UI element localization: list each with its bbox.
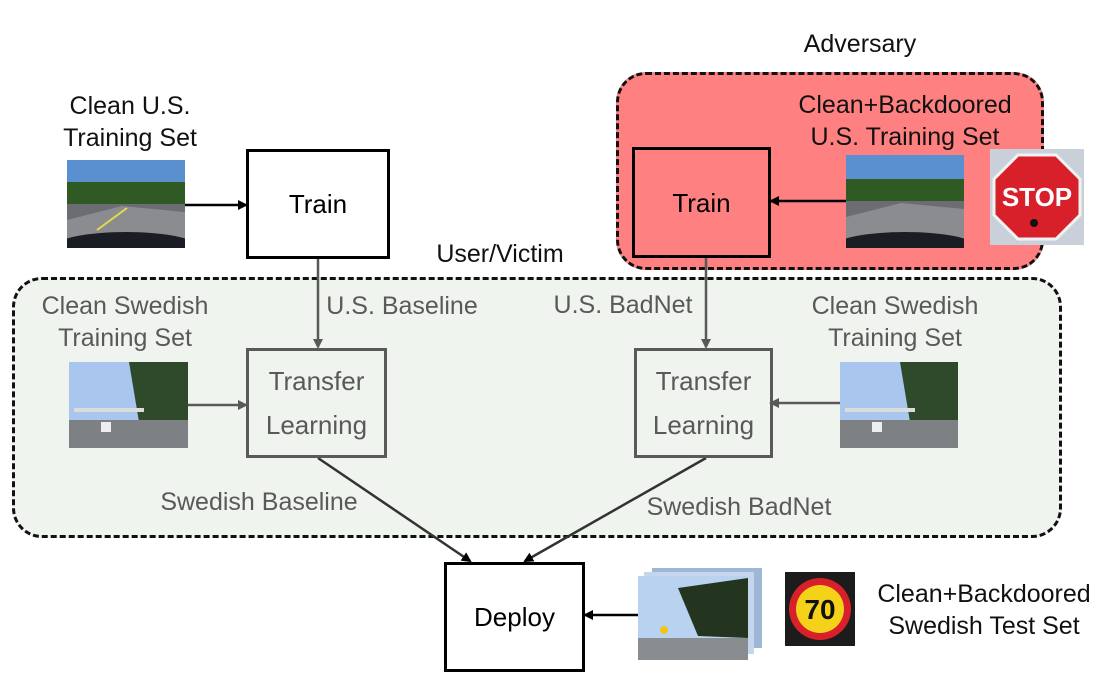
transfer-right-label: Transfer Learning — [652, 366, 755, 440]
adversary-title: Adversary — [803, 30, 917, 58]
swedish-baseline-label: Swedish Baseline — [160, 488, 358, 516]
stop-sign-image: STOP — [990, 149, 1084, 245]
stop-sign-text: STOP — [1002, 182, 1072, 212]
swedish-badnet-label: Swedish BadNet — [646, 493, 832, 521]
swedish-road-thumbnail-right — [840, 362, 958, 448]
speed-limit-sign-image: 70 — [785, 572, 855, 646]
arrow-transfer-right-to-deploy — [523, 456, 707, 563]
swedish-test-road-thumbnail — [638, 568, 762, 660]
user-victim-title: User/Victim — [436, 240, 564, 268]
clean-swedish-left-label: Clean Swedish Training Set — [41, 292, 209, 352]
swedish-test-set-label: Clean+Backdoored Swedish Test Set — [877, 580, 1091, 640]
us-road-thumbnail — [67, 160, 185, 248]
transfer-left-label: Transfer Learning — [265, 366, 368, 440]
train-box-left: Train — [246, 149, 390, 259]
swedish-road-thumbnail-left — [69, 362, 188, 448]
speed-sign-text: 70 — [804, 594, 835, 625]
deploy-box: Deploy — [444, 562, 585, 672]
backdoored-us-road-thumbnail — [846, 155, 964, 248]
us-baseline-label: U.S. Baseline — [326, 292, 478, 320]
transfer-learning-box-right: Transfer Learning — [634, 348, 773, 458]
us-badnet-label: U.S. BadNet — [553, 291, 693, 319]
backdoored-us-training-set-label: Clean+Backdoored U.S. Training Set — [798, 91, 1012, 151]
transfer-learning-box-left: Transfer Learning — [246, 348, 387, 458]
train-right-label: Train — [672, 187, 731, 218]
train-left-label: Train — [288, 189, 348, 219]
clean-us-training-set-label: Clean U.S. Training Set — [63, 92, 197, 152]
arrow-transfer-left-to-deploy — [317, 456, 472, 563]
clean-swedish-right-label: Clean Swedish Training Set — [811, 292, 979, 352]
deploy-label: Deploy — [474, 602, 555, 632]
train-box-right: Train — [632, 147, 771, 258]
